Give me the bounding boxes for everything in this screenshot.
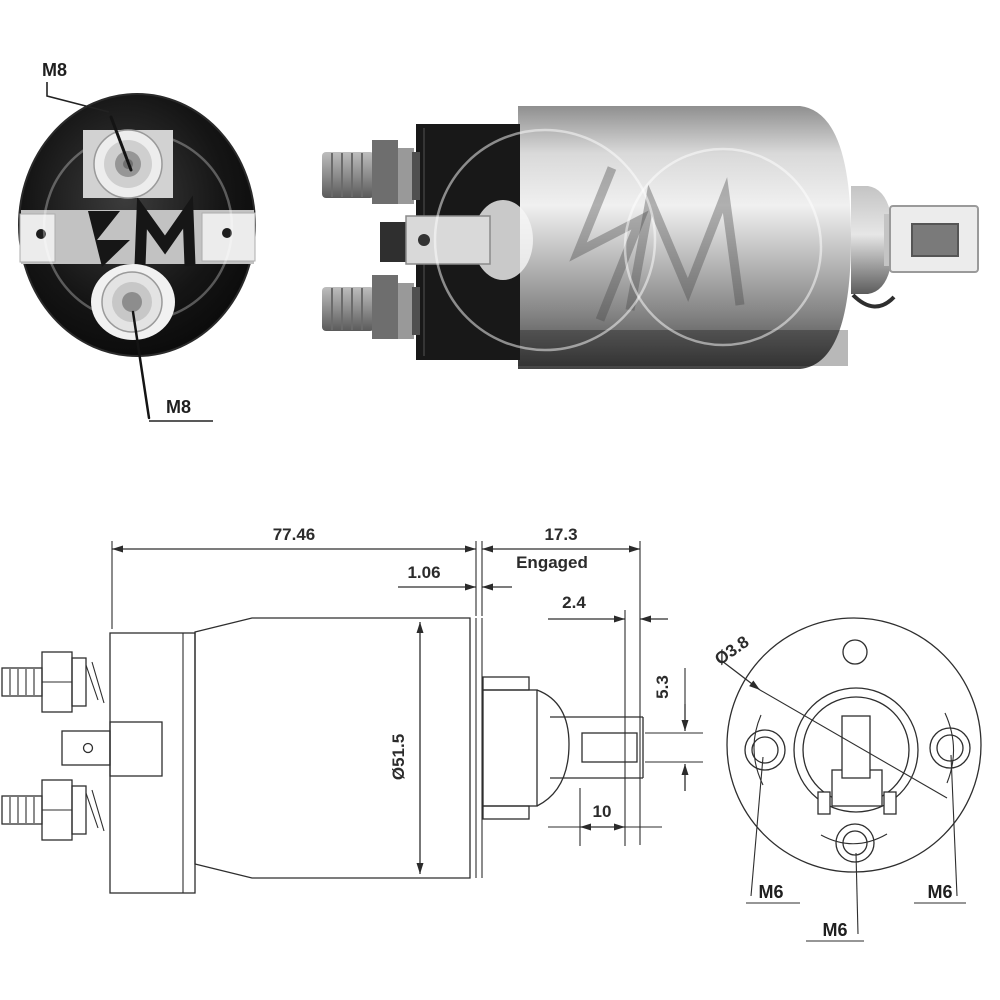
m8-label-top: M8 xyxy=(42,60,67,80)
zm-logo-bolt xyxy=(88,211,130,267)
watermark-ring-1 xyxy=(433,128,657,352)
flange-center-slot xyxy=(841,715,871,779)
drawn-flange-view: Ø3.8 M6 M6 M6 xyxy=(711,617,982,942)
bottom-terminal-stud-m8 xyxy=(91,264,175,340)
plunger-hook-end xyxy=(884,205,979,273)
flange-top-hole xyxy=(842,639,868,665)
m8-pointer-bottom xyxy=(131,310,151,420)
watermark-m xyxy=(625,177,745,311)
technical-drawing: 77.46 17.3 Engaged 1.06 2.4 5.3 xyxy=(1,525,982,942)
drawn-top-stud xyxy=(1,651,105,713)
zm-logo-m xyxy=(134,195,196,267)
dim-10: 10 xyxy=(593,802,612,821)
dim-77-46: 77.46 xyxy=(273,525,316,544)
dimension-tip-clearance: 2.4 xyxy=(548,593,668,846)
side-view-photo xyxy=(322,106,979,369)
front-view-photo: M8 M8 xyxy=(18,60,256,422)
dimension-hole-diameter: Ø3.8 xyxy=(711,632,948,799)
left-tab-rivet xyxy=(36,229,46,239)
flange-hole-right xyxy=(929,727,971,769)
dimension-flange-gap: 1.06 xyxy=(398,563,512,591)
dim-5-3: 5.3 xyxy=(653,675,672,699)
m6-label-right: M6 xyxy=(927,882,952,902)
right-tab-rivet xyxy=(222,228,232,238)
flange-hole-left xyxy=(744,729,786,771)
dimension-total-length: 77.46 xyxy=(111,525,477,629)
snap-ring xyxy=(851,293,896,309)
drawn-solenoid-side xyxy=(1,617,644,894)
solenoid-cylinder xyxy=(518,106,851,369)
m6-callout-left: M6 xyxy=(746,756,800,904)
flange-outer-circle xyxy=(726,617,982,873)
collar xyxy=(851,186,893,294)
side-top-stud-m8 xyxy=(322,140,420,204)
m8-label-bottom: M8 xyxy=(166,397,191,417)
left-side-tab xyxy=(19,213,56,263)
dim-1-06: 1.06 xyxy=(407,563,440,582)
flange-hole-bottom xyxy=(835,823,875,863)
drawn-plunger-slot xyxy=(581,732,638,763)
watermark-bolt xyxy=(569,166,649,322)
drawn-bottom-stud xyxy=(1,779,105,841)
spade-terminal xyxy=(380,215,491,265)
m6-callout-right: M6 xyxy=(914,754,966,904)
drawn-plunger xyxy=(482,676,644,820)
m6-callout-bottom: M6 xyxy=(806,852,864,942)
dimension-engaged-travel: 17.3 Engaged xyxy=(481,525,641,845)
side-bottom-stud-m8 xyxy=(322,275,420,339)
m6-label-left: M6 xyxy=(758,882,783,902)
dim-17-3: 17.3 xyxy=(544,525,577,544)
drawn-cap xyxy=(109,632,196,894)
dimension-slot-length: 10 xyxy=(548,788,662,846)
dim-3-8: Ø3.8 xyxy=(711,632,752,669)
dimension-slot-width: 5.3 xyxy=(645,668,703,791)
watermark-ring-2 xyxy=(623,147,823,347)
dimension-body-diameter: Ø51.5 xyxy=(389,622,424,874)
m8-leader-top xyxy=(46,82,110,113)
drawn-body xyxy=(194,617,471,879)
dim-2-4: 2.4 xyxy=(562,593,586,612)
dim-engaged-label: Engaged xyxy=(516,553,588,572)
drawn-spade-terminal xyxy=(61,721,163,777)
dim-51-5: Ø51.5 xyxy=(389,734,408,780)
m8-pointer-top xyxy=(109,115,133,172)
m6-label-bottom: M6 xyxy=(822,920,847,940)
